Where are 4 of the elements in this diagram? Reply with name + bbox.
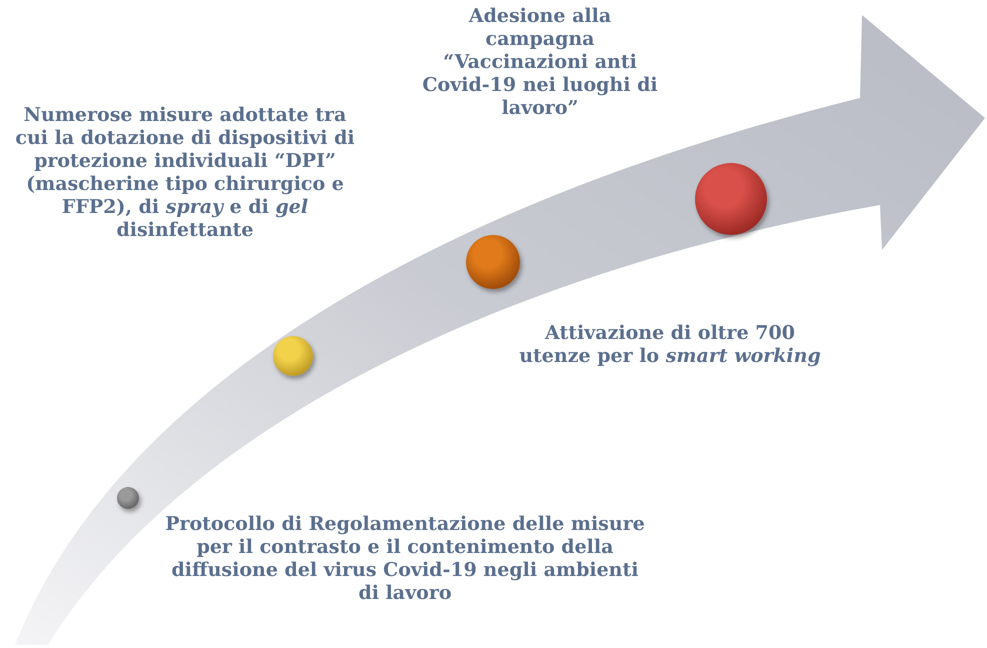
milestone-text: Numerose misure adottate tra cui la dotazione di dispositivi di protezione individuali “DPI” (mascherine tipo chirurgico e FFP2), di spray e di gel disinfettante	[15, 104, 355, 242]
milestone-text: Protocollo di Regolamentazione delle misure per il contrasto e il contenimento della diffusione del virus Covid-19 negli ambienti di lavoro	[165, 513, 645, 605]
milestone-text: Adesione alla campagna “Vaccinazioni anti Covid-19 nei luoghi di lavoro”	[421, 5, 659, 120]
milestone-text: Attivazione di oltre 700 utenze per lo smart working	[518, 322, 822, 368]
